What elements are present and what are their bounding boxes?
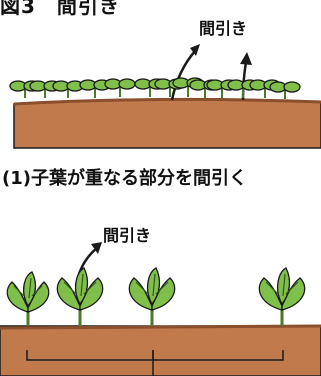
- seedling-row-2: [6, 267, 306, 326]
- thin-label-2: 間引き: [103, 226, 152, 245]
- soil-bed-2: [0, 325, 321, 376]
- spacing-bracket: [26, 350, 284, 376]
- figure-title: 図3 間引き: [0, 0, 120, 18]
- dense-seedlings-illustration: [9, 44, 321, 149]
- thin-label-1: 間引き: [199, 19, 248, 38]
- caption-1: (1)子葉が重なる部分を間引く: [2, 168, 247, 189]
- seedling-row-1: [9, 77, 301, 99]
- thin-arrow-1a: [170, 49, 197, 101]
